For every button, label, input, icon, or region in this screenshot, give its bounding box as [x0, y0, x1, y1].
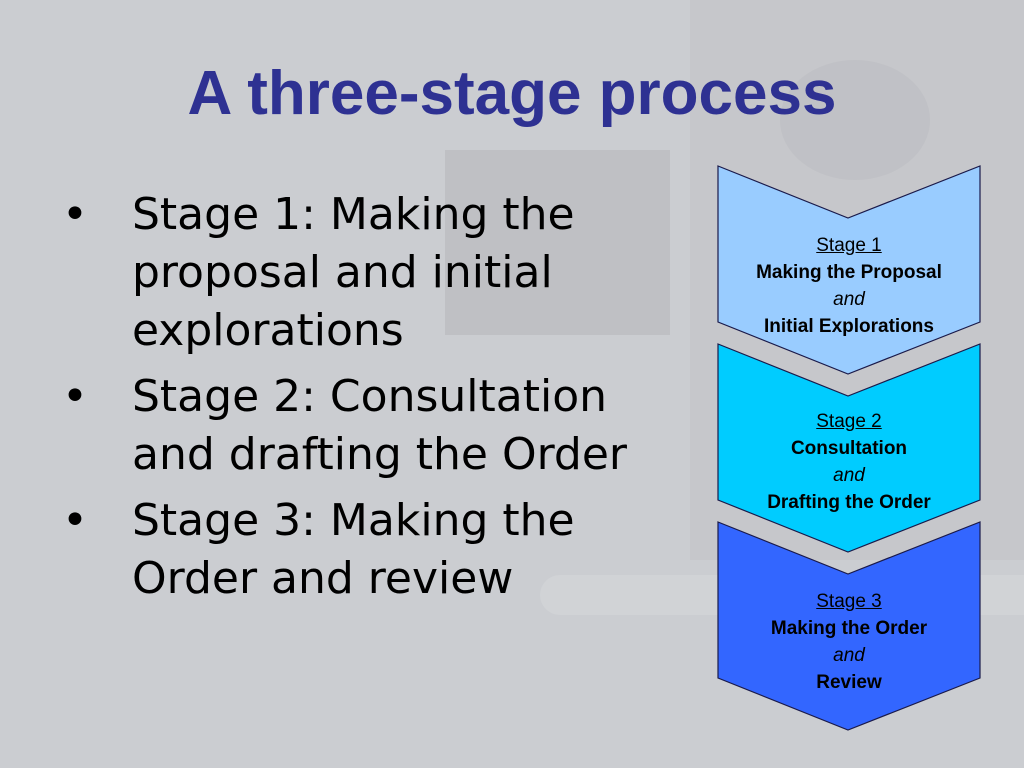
stage-3-connector: and — [833, 645, 865, 666]
stage-1-primary: Making the Proposal — [756, 262, 942, 283]
stage-3-chevron — [717, 521, 981, 731]
bullet-text-line: and drafting the Order — [132, 429, 627, 480]
stage-1-label-block: Stage 1 Making the Proposal and Initial … — [718, 232, 980, 340]
stage-2-chevron — [717, 343, 981, 553]
bullet-text-line: Stage 3: Making the — [132, 495, 575, 546]
stage-3-secondary: Review — [816, 672, 882, 693]
bullet-list: • Stage 1: Making the proposal and initi… — [52, 186, 702, 616]
stage-1-title: Stage 1 — [816, 235, 882, 256]
bullet-marker: • — [62, 495, 88, 546]
bullet-item: • Stage 3: Making the Order and review — [52, 492, 702, 608]
bullet-item: • Stage 2: Consultation and drafting the… — [52, 368, 702, 484]
slide-title: A three-stage process — [187, 59, 837, 128]
bullet-text-line: explorations — [132, 305, 404, 356]
bullet-text-line: Stage 1: Making the — [132, 189, 575, 240]
bullet-text-line: Order and review — [132, 553, 514, 604]
stage-3-title: Stage 3 — [816, 591, 882, 612]
bullet-marker: • — [62, 371, 88, 422]
stage-2-label-block: Stage 2 Consultation and Drafting the Or… — [718, 408, 980, 516]
stage-1-connector: and — [833, 289, 865, 310]
bullet-item: • Stage 1: Making the proposal and initi… — [52, 186, 702, 360]
bullet-text-line: proposal and initial — [132, 247, 553, 298]
stage-2-primary: Consultation — [790, 438, 908, 459]
stage-2-secondary: Drafting the Order — [767, 492, 931, 513]
stage-1-secondary: Initial Explorations — [764, 316, 934, 337]
bullet-text-line: Stage 2: Consultation — [132, 371, 607, 422]
background-photo-inset — [445, 150, 670, 335]
background-photo-figure — [780, 60, 930, 180]
stage-1-chevron — [717, 165, 981, 375]
stage-3-primary: Making the Order — [770, 618, 928, 639]
stage-2-title: Stage 2 — [816, 411, 882, 432]
stage-3-label-block: Stage 3 Making the Order and Review — [718, 588, 980, 696]
stage-2-connector: and — [833, 465, 865, 486]
bullet-marker: • — [62, 189, 88, 240]
